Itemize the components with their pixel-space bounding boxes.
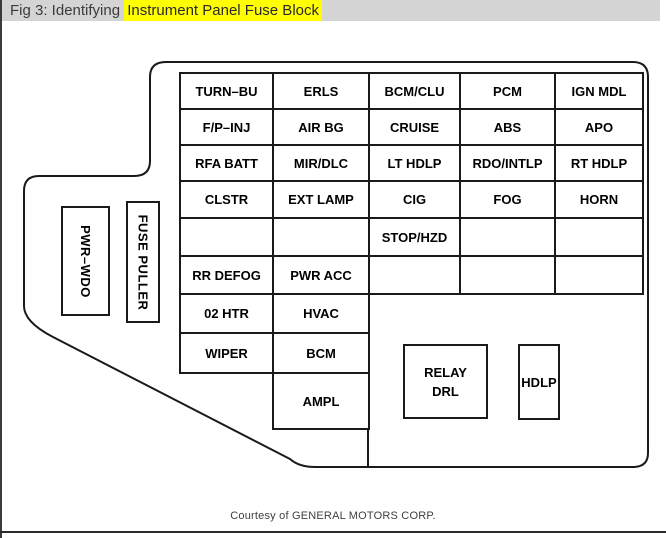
relay-hdlp-label: HDLP bbox=[521, 374, 557, 390]
fuse-puller-slot: FUSE PULLER bbox=[126, 201, 160, 323]
fuse-cell-turn-bu: TURN–BU bbox=[179, 72, 274, 110]
fuse-cell-mir-dlc: MIR/DLC bbox=[272, 144, 370, 182]
fuse-cell-erls: ERLS bbox=[272, 72, 370, 110]
fuse-cell-empty bbox=[459, 255, 556, 295]
fuse-cell-ampl: AMPL bbox=[272, 372, 370, 430]
figure-title-bar: Fig 3: Identifying Instrument Panel Fuse… bbox=[2, 0, 660, 21]
fuse-cell-rdo-intlp: RDO/INTLP bbox=[459, 144, 556, 182]
fuse-cell-empty bbox=[368, 255, 461, 295]
fuse-cell-fog: FOG bbox=[459, 180, 556, 219]
fuse-cell-clstr: CLSTR bbox=[179, 180, 274, 219]
fuse-cell-empty bbox=[459, 217, 556, 257]
fuse-cell-empty bbox=[554, 217, 644, 257]
fuse-cell-empty bbox=[272, 217, 370, 257]
relay-drl-label-line2: DRL bbox=[432, 383, 459, 399]
fuse-cell-bcm-clu: BCM/CLU bbox=[368, 72, 461, 110]
fuse-cell-lt-hdlp: LT HDLP bbox=[368, 144, 461, 182]
relay-drl-box: RELAY DRL bbox=[403, 344, 488, 419]
fuse-cell-hvac: HVAC bbox=[272, 293, 370, 334]
fuse-cell-cig: CIG bbox=[368, 180, 461, 219]
fuse-block-outline bbox=[23, 61, 649, 468]
fuse-cell-air-bg: AIR BG bbox=[272, 108, 370, 146]
figure-title-highlighted: Instrument Panel Fuse Block bbox=[124, 0, 322, 21]
fuse-cell-wiper: WIPER bbox=[179, 332, 274, 374]
fuse-cell-ext-lamp: EXT LAMP bbox=[272, 180, 370, 219]
fuse-cell-empty bbox=[179, 217, 274, 257]
fuse-cell-02-htr: 02 HTR bbox=[179, 293, 274, 334]
fuse-cell-empty bbox=[554, 255, 644, 295]
fuse-cell-ign-mdl: IGN MDL bbox=[554, 72, 644, 110]
fuse-cell-apo: APO bbox=[554, 108, 644, 146]
page-left-border bbox=[0, 0, 2, 538]
fuse-cell-horn: HORN bbox=[554, 180, 644, 219]
fuse-cell-cruise: CRUISE bbox=[368, 108, 461, 146]
fuse-cell-rr-defog: RR DEFOG bbox=[179, 255, 274, 295]
fuse-label-pwr-wdo: PWR–WDO bbox=[78, 224, 93, 298]
figure-title-prefix: Fig 3: Identifying bbox=[10, 2, 125, 19]
fuse-cell-pcm: PCM bbox=[459, 72, 556, 110]
fuse-puller-label: FUSE PULLER bbox=[135, 214, 151, 310]
relay-drl-label-line1: RELAY bbox=[424, 364, 467, 380]
relay-hdlp-box: HDLP bbox=[518, 344, 560, 420]
fuse-cell-rfa-batt: RFA BATT bbox=[179, 144, 274, 182]
fuse-cell-rt-hdlp: RT HDLP bbox=[554, 144, 644, 182]
fuse-cell-pwr-wdo: PWR–WDO bbox=[61, 206, 110, 316]
fuse-cell-f-p-inj: F/P–INJ bbox=[179, 108, 274, 146]
fuse-cell-bcm: BCM bbox=[272, 332, 370, 374]
courtesy-note: Courtesy of GENERAL MOTORS CORP. bbox=[230, 510, 436, 522]
fuse-cell-stop-hzd: STOP/HZD bbox=[368, 217, 461, 257]
page-bottom-border bbox=[0, 531, 666, 533]
fuse-cell-pwr-acc: PWR ACC bbox=[272, 255, 370, 295]
fuse-cell-abs: ABS bbox=[459, 108, 556, 146]
